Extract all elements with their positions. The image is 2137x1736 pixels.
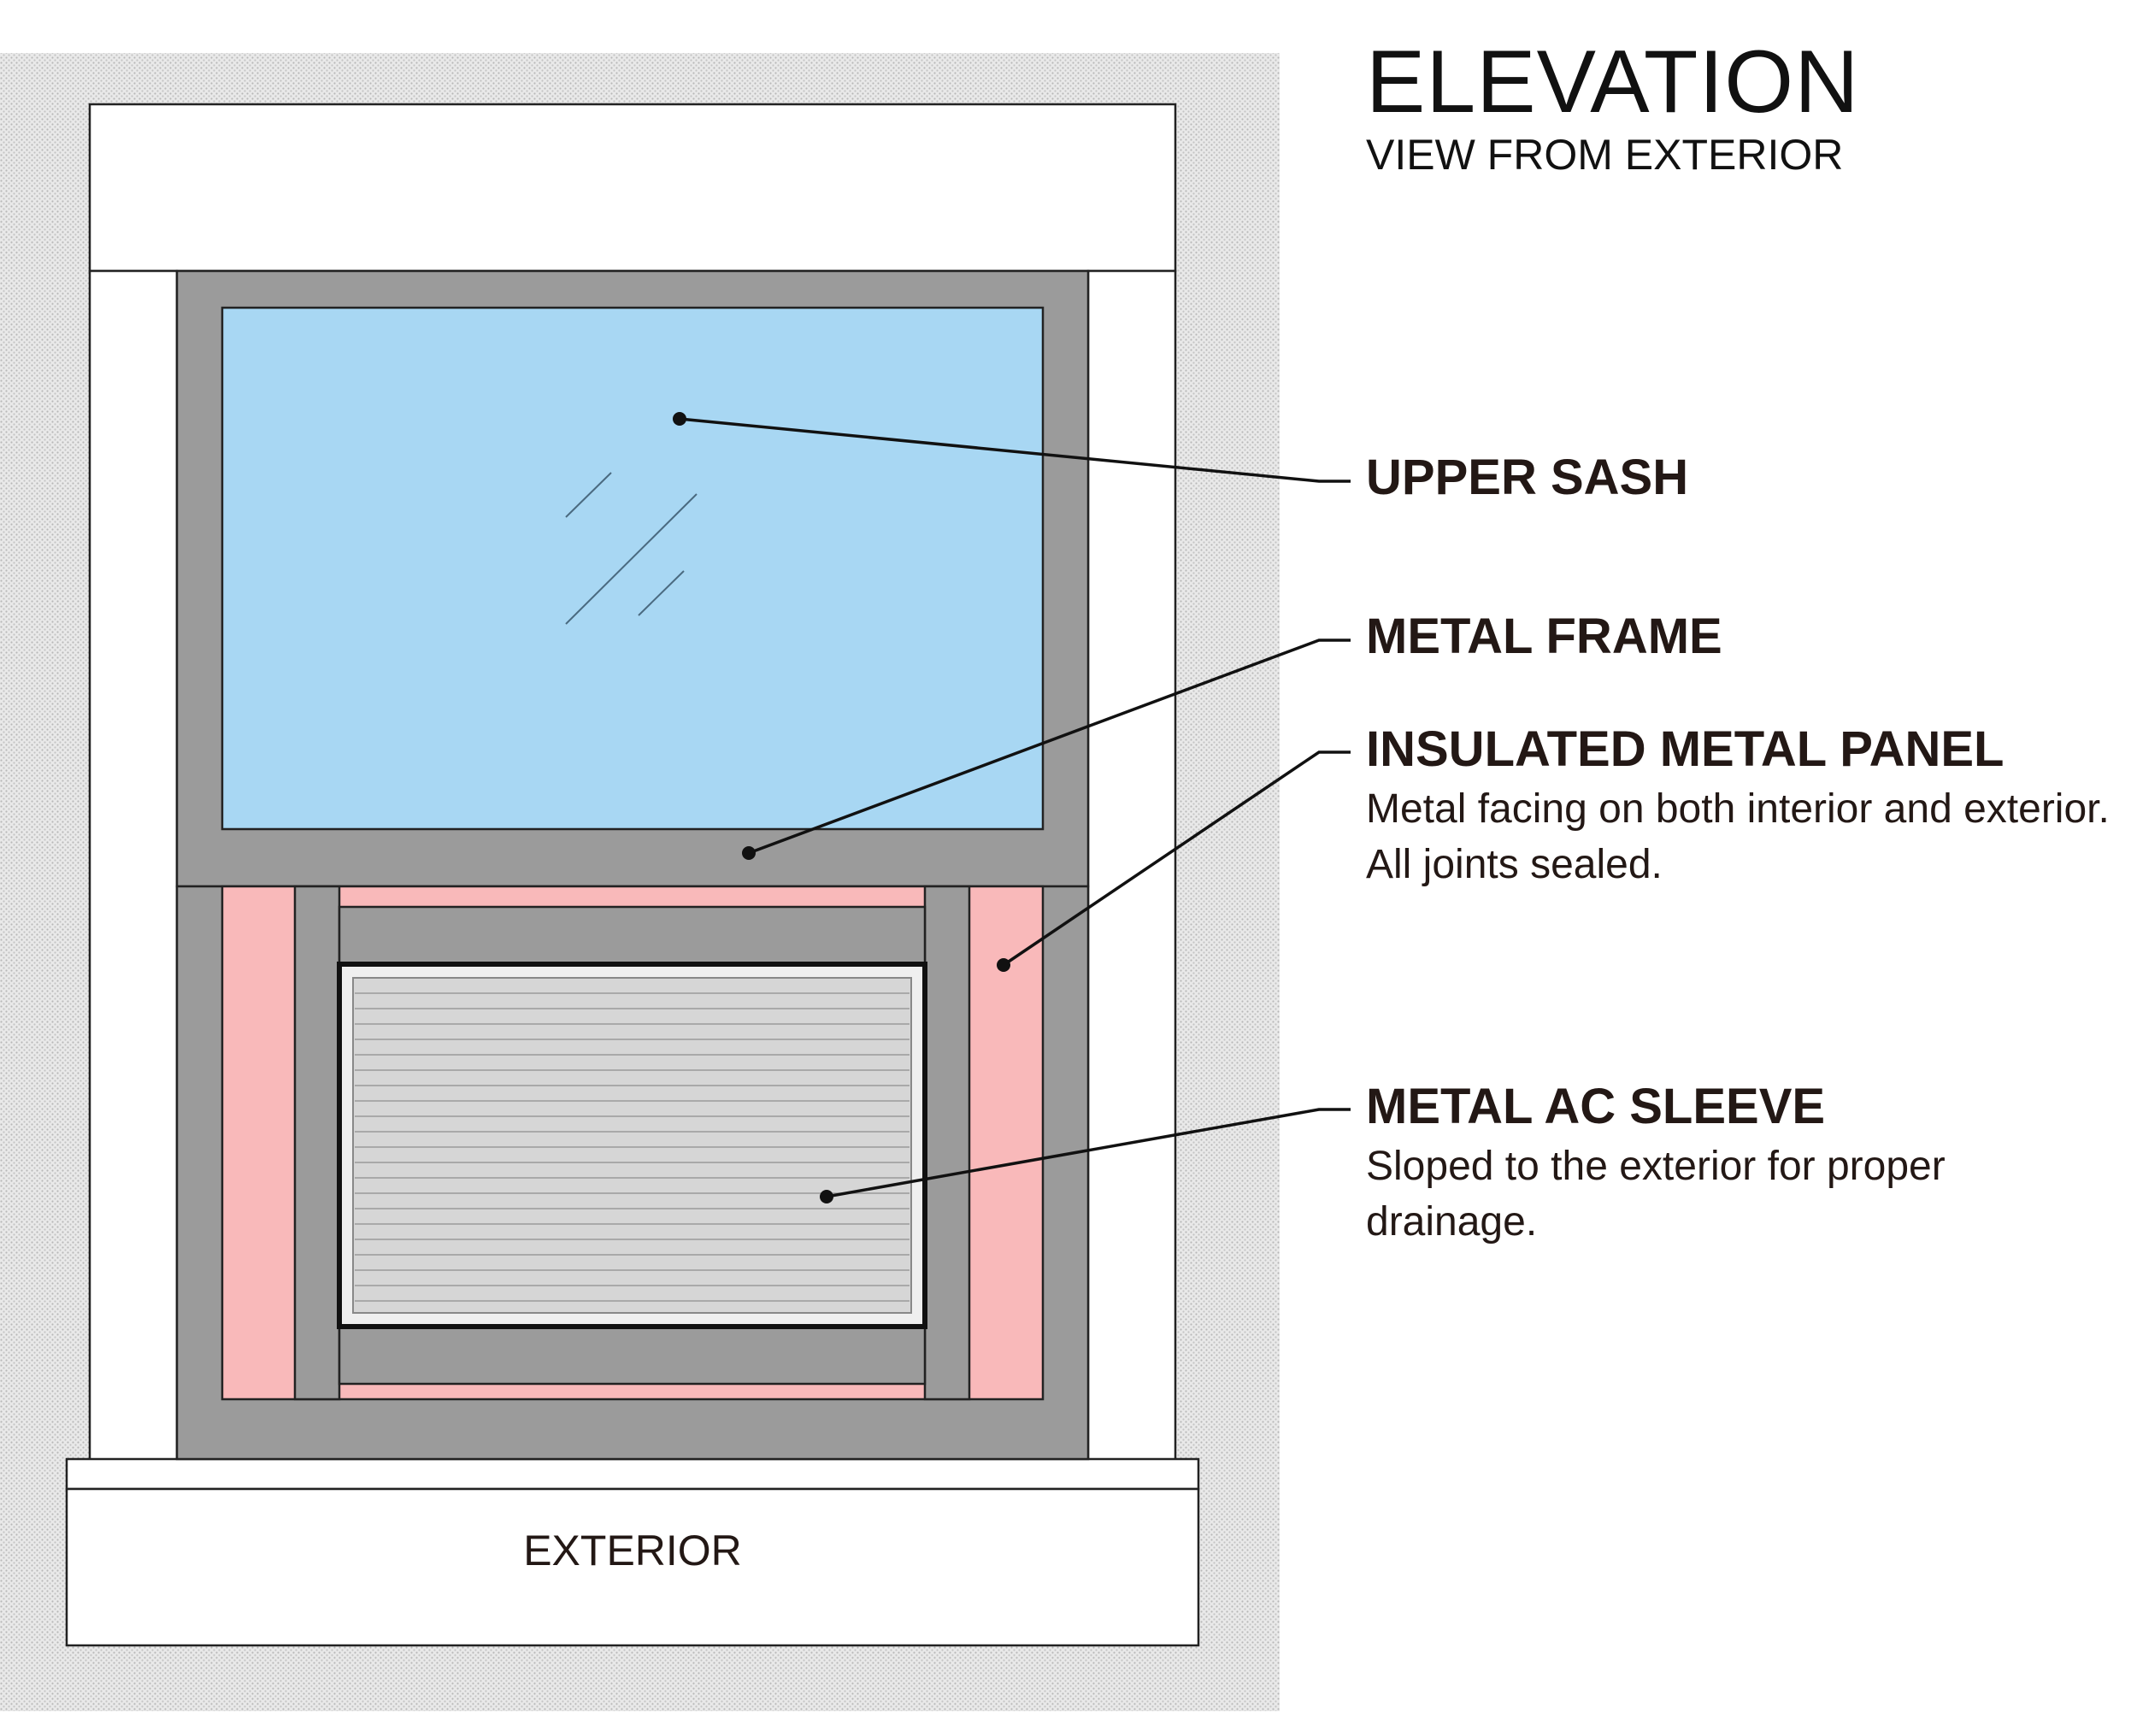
callout-insulated-metal-panel: INSULATED METAL PANEL Metal facing on bo… xyxy=(1366,722,2118,892)
ac-grille-lines xyxy=(355,992,910,1302)
leader-ac-sleeve xyxy=(826,1108,1351,1198)
callout-title: METAL FRAME xyxy=(1366,609,1722,664)
callout-description: Sloped to the exterior for proper draina… xyxy=(1366,1143,1946,1245)
callout-metal-ac-sleeve: METAL AC SLEEVE Sloped to the exterior f… xyxy=(1366,1080,2067,1250)
left-jamb-trim xyxy=(88,269,179,1471)
head-trim xyxy=(88,103,1177,273)
callout-title: METAL AC SLEEVE xyxy=(1366,1079,1826,1134)
leader-dots xyxy=(673,412,1010,1203)
dot-metal-frame xyxy=(742,846,756,860)
sill-cap xyxy=(65,1457,1200,1491)
upper-sash-glass xyxy=(221,306,1045,831)
right-metal-strip xyxy=(923,885,971,1401)
callout-title: INSULATED METAL PANEL xyxy=(1366,721,2005,777)
bottom-metal-strip xyxy=(338,1325,927,1386)
callout-description: Metal facing on both interior and exteri… xyxy=(1366,786,2110,887)
ac-grille xyxy=(352,977,912,1314)
dot-ac-sleeve xyxy=(820,1190,833,1203)
leader-lines xyxy=(679,417,1351,1198)
dot-insulated-panel xyxy=(997,958,1010,972)
dot-upper-sash xyxy=(673,412,686,426)
sill-label-wrap: EXTERIOR xyxy=(67,1526,1198,1594)
callout-upper-sash: UPPER SASH xyxy=(1366,450,1688,505)
right-jamb-trim xyxy=(1086,269,1177,1471)
left-metal-strip xyxy=(293,885,341,1401)
callout-title: UPPER SASH xyxy=(1366,450,1689,505)
leader-insulated-panel xyxy=(1003,750,1351,967)
sill-block xyxy=(65,1487,1200,1647)
diagram-subtitle: VIEW FROM EXTERIOR xyxy=(1366,131,1844,179)
top-metal-strip xyxy=(338,905,927,966)
glass-reflection-icon xyxy=(565,472,698,625)
callout-metal-frame: METAL FRAME xyxy=(1366,609,1722,664)
leader-upper-sash xyxy=(679,417,1351,483)
diagram-title: ELEVATION xyxy=(1366,32,1860,132)
sill-label: EXTERIOR xyxy=(523,1527,742,1574)
leader-metal-frame xyxy=(748,638,1351,855)
